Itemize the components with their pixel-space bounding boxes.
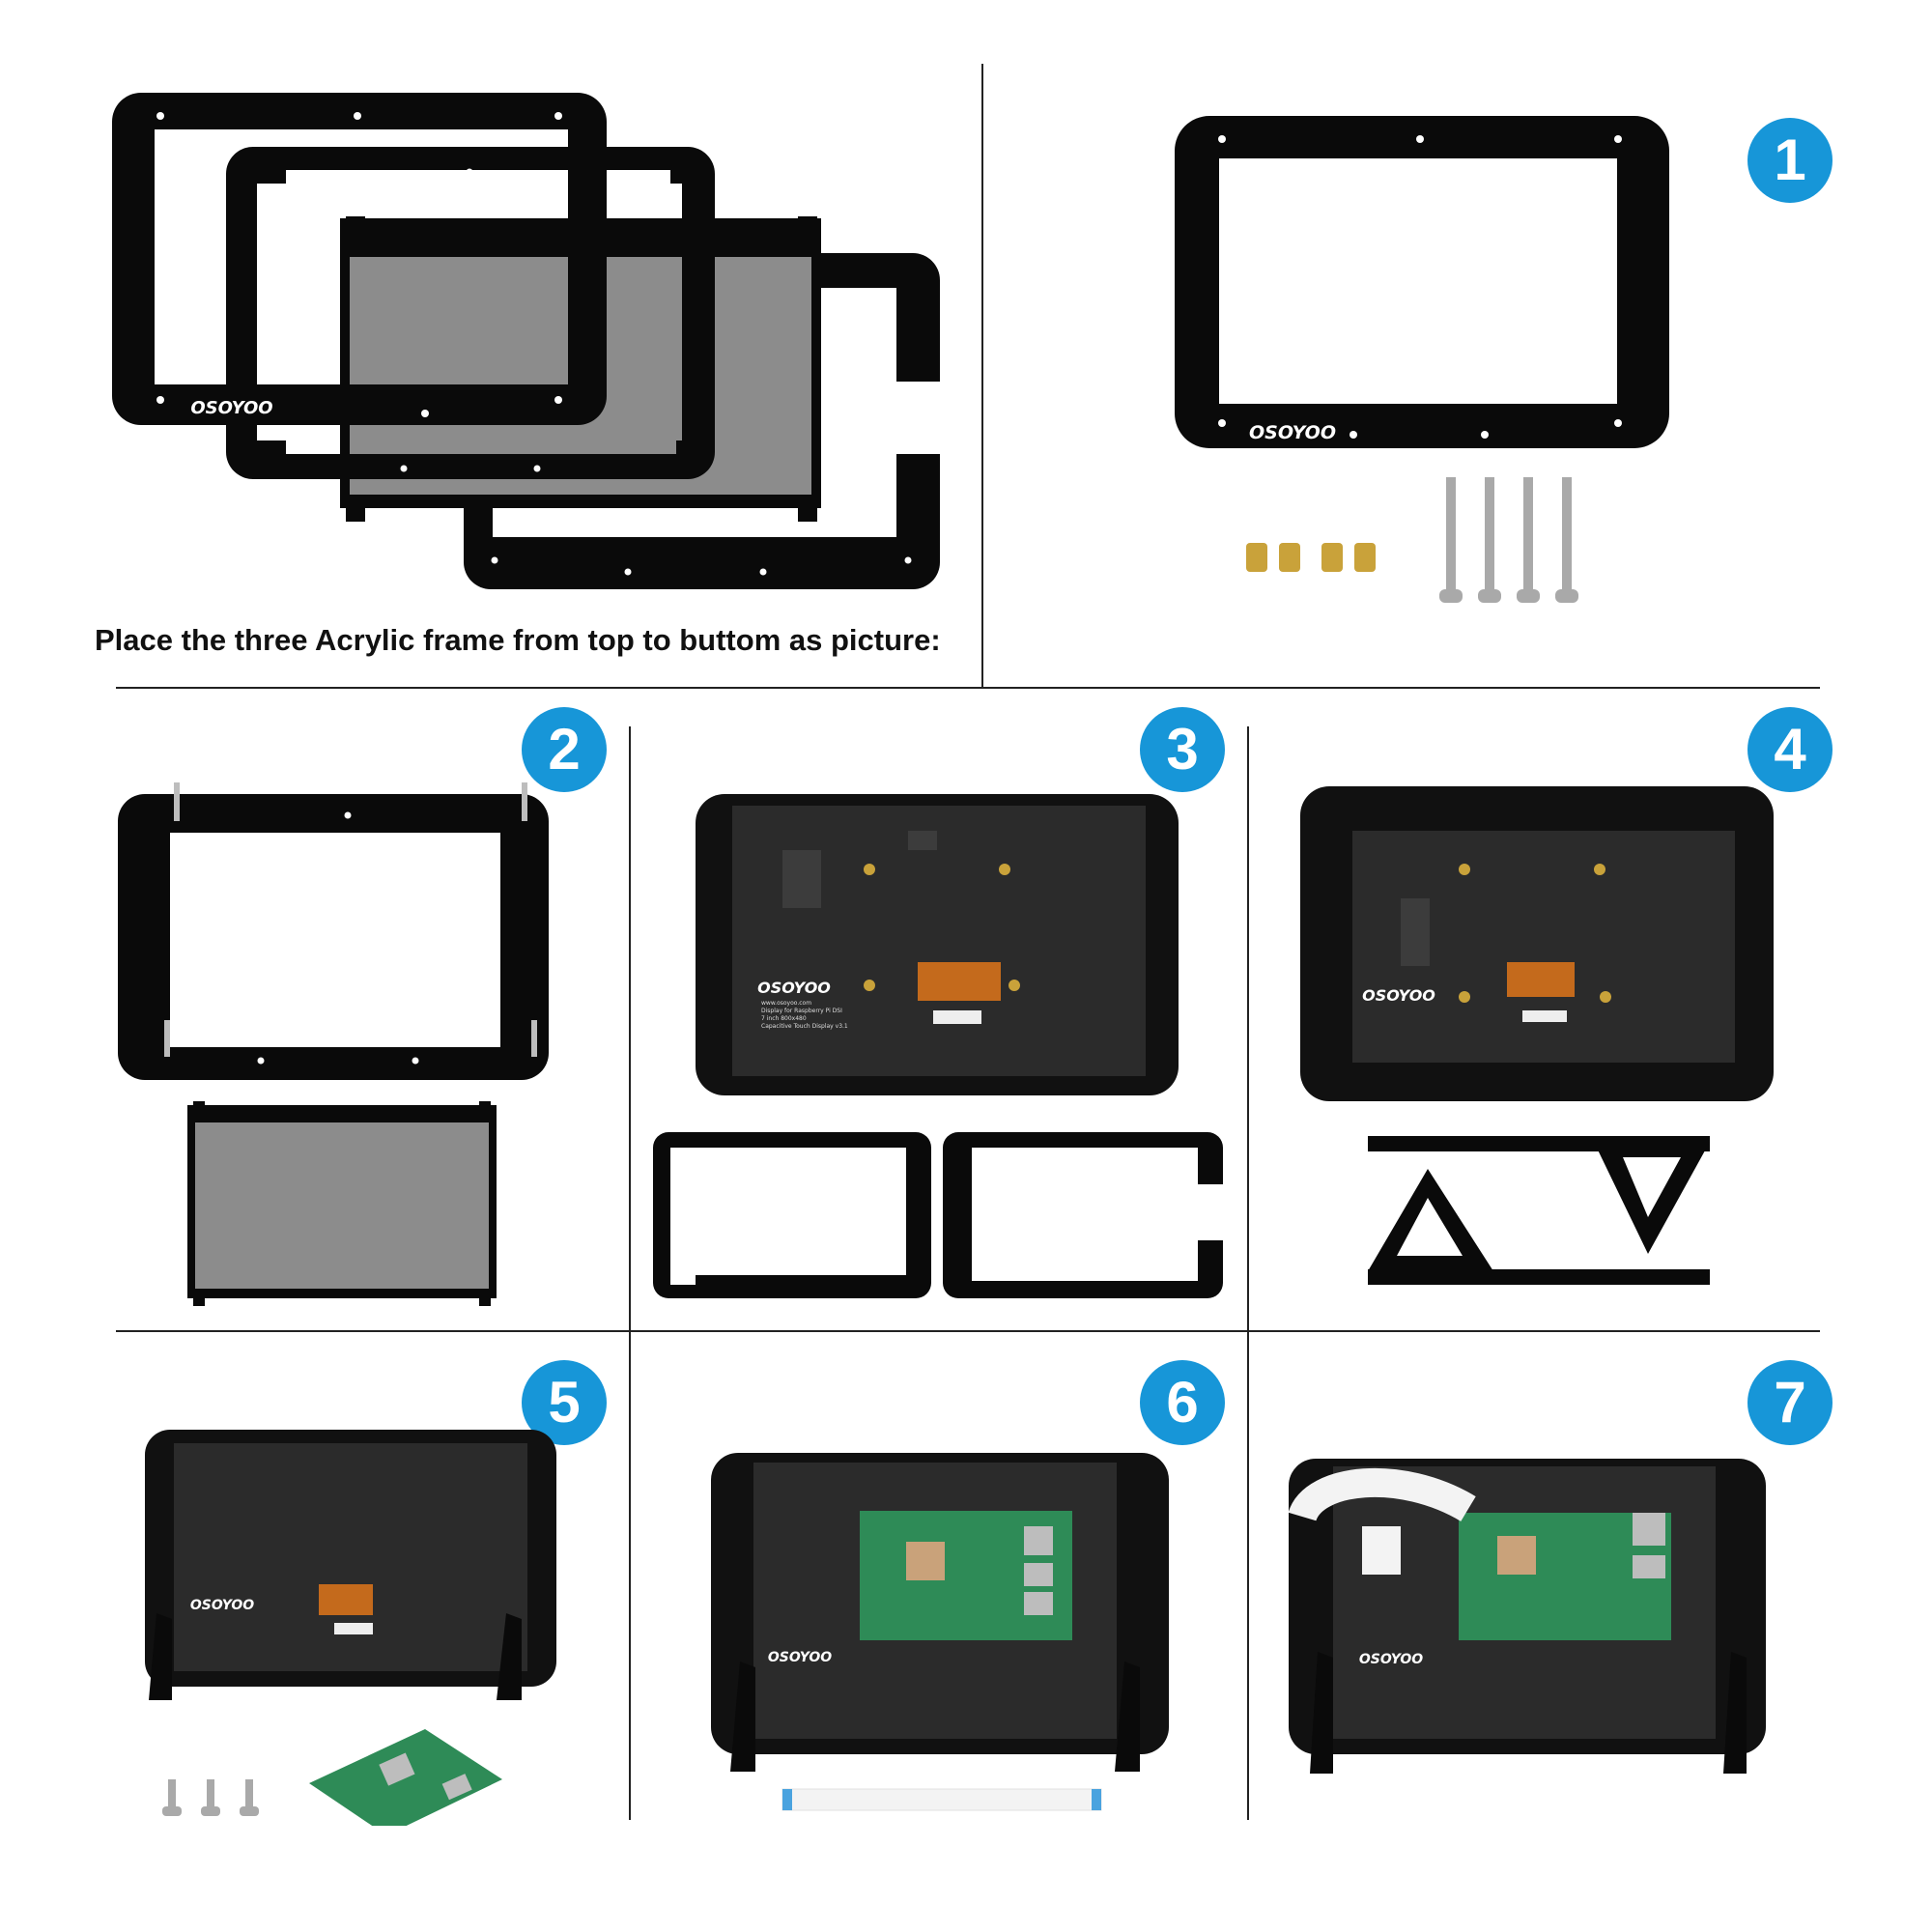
step-7-illustration: OSOYOO	[1288, 1459, 1766, 1774]
divider-bottom-horizontal	[116, 1330, 1820, 1332]
divider-mid-right	[1247, 726, 1249, 1820]
display-back-on-frame	[696, 794, 1179, 1095]
final-assembly	[1288, 1459, 1766, 1774]
top-acrylic-frame	[112, 93, 607, 425]
step-5-badge: 5	[522, 1360, 607, 1445]
board-logo-step7: OSOYOO	[1359, 1652, 1423, 1667]
short-screws	[162, 1779, 259, 1816]
lcd-screen	[187, 1101, 497, 1306]
step-1-badge: 1	[1747, 118, 1833, 203]
board-logo-step6: OSOYOO	[768, 1650, 832, 1665]
board-logo: OSOYOO	[757, 979, 831, 997]
board-text-line1: www.osoyoo.com	[761, 1000, 811, 1007]
step-2-illustration	[118, 782, 549, 1306]
top-frame-logo: OSOYOO	[190, 398, 272, 418]
brass-standoffs	[1246, 543, 1376, 572]
board-text-line4: Capacitive Touch Display v3.1	[761, 1023, 848, 1030]
step-3-illustration: OSOYOO www.osoyoo.com Display for Raspbe…	[653, 794, 1223, 1298]
step-6-illustration: OSOYOO	[711, 1453, 1169, 1811]
board-logo-step4: OSOYOO	[1362, 986, 1435, 1005]
frame-with-screws	[118, 782, 549, 1080]
step-4-badge: 4	[1747, 707, 1833, 792]
display-with-pi-mounted	[711, 1453, 1169, 1772]
ribbon-cable	[781, 1788, 1102, 1811]
long-screws	[1439, 477, 1578, 603]
instruction-caption: Place the three Acrylic frame from top t…	[95, 623, 941, 657]
divider-mid-left	[629, 726, 631, 1820]
raspberry-pi-board	[309, 1729, 502, 1826]
step-4-illustration: OSOYOO	[1300, 786, 1774, 1285]
step-7-badge: 7	[1747, 1360, 1833, 1445]
step-5-illustration: OSOYOO	[145, 1430, 556, 1826]
front-acrylic-frame	[1175, 116, 1669, 448]
divider-top-horizontal	[116, 687, 1820, 689]
triangle-stand-pieces	[1368, 1136, 1710, 1285]
divider-top-vertical	[981, 64, 983, 688]
front-frame-logo: OSOYOO	[1249, 422, 1336, 443]
board-text-line2: Display for Raspberry Pi DSI	[761, 1008, 842, 1014]
three-acrylic-frames-illustration: OSOYOO	[112, 93, 940, 589]
middle-acrylic-frame	[226, 147, 715, 479]
display-with-stands	[145, 1430, 556, 1700]
step-6-badge: 6	[1140, 1360, 1225, 1445]
board-text-line3: 7 inch 800x480	[761, 1015, 807, 1022]
display-in-middle-frame	[1300, 786, 1774, 1101]
board-logo-step5: OSOYOO	[190, 1598, 254, 1613]
step-1-parts-illustration: OSOYOO	[1175, 116, 1669, 603]
step-3-badge: 3	[1140, 707, 1225, 792]
remaining-frames	[653, 1132, 1223, 1298]
step-2-badge: 2	[522, 707, 607, 792]
